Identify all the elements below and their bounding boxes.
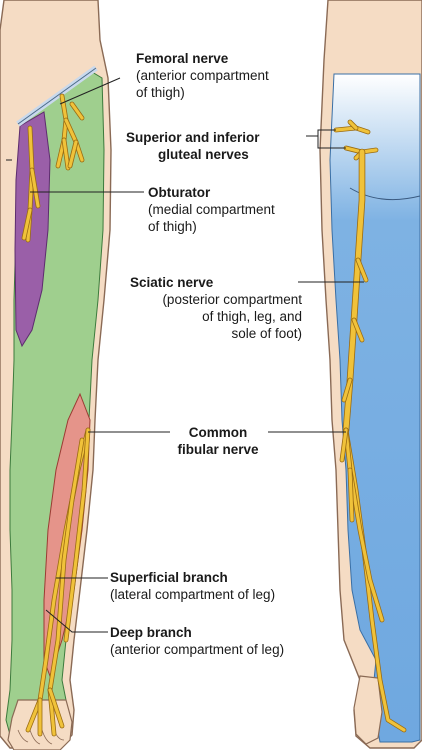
deep-line-1: (anterior compartment of leg)	[110, 642, 285, 657]
sciatic-line-1: (posterior compartment	[162, 292, 302, 307]
toe-outlines	[17, 729, 65, 745]
medial-thigh-region	[14, 111, 51, 348]
label-deep-branch: Deep branch (anterior compartment of leg…	[110, 624, 284, 658]
superficial-line-1: (lateral compartment of leg)	[110, 587, 276, 602]
sciatic-title: Sciatic nerve	[130, 275, 214, 290]
leader-femoral	[59, 77, 121, 105]
gluteal-title-2: gluteal nerves	[158, 147, 249, 162]
femoral-line-2: of thigh)	[136, 85, 185, 100]
sciatic-nerve	[341, 148, 369, 434]
sciatic-line-3: sole of foot)	[231, 326, 302, 341]
label-sciatic-nerve: Sciatic nerve (posterior compartment of …	[130, 274, 302, 342]
leader-lines	[6, 77, 364, 633]
femoral-nerve	[55, 93, 85, 171]
posterior-heel	[353, 675, 383, 745]
posterior-leg-nerves	[339, 427, 407, 733]
superficial-title: Superficial branch	[110, 570, 228, 585]
posterior-region	[329, 73, 421, 743]
common-fibular-title-1: Common	[188, 425, 248, 440]
sciatic-line-2: of thigh, leg, and	[202, 309, 302, 324]
deep-title: Deep branch	[110, 625, 192, 640]
label-gluteal-nerves: Superior and inferior gluteal nerves	[126, 129, 260, 163]
gluteal-title-1: Superior and inferior	[126, 130, 260, 145]
femoral-title: Femoral nerve	[136, 51, 229, 66]
gluteal-fold	[349, 187, 421, 201]
leader-deep	[45, 609, 108, 633]
label-superficial-branch: Superficial branch (lateral compartment …	[110, 569, 275, 603]
anterior-view-limb	[0, 0, 112, 750]
leader-gluteal	[306, 129, 346, 149]
obturator-title: Obturator	[148, 185, 211, 200]
label-obturator: Obturator (medial compartment of thigh)	[148, 184, 275, 235]
obturator-line-1: (medial compartment	[148, 202, 275, 217]
common-fibular-title-2: fibular nerve	[177, 442, 259, 457]
common-fibular-nerve-anterior	[25, 427, 91, 737]
femoral-line-1: (anterior compartment	[136, 68, 269, 83]
label-femoral-nerve: Femoral nerve (anterior compartment of t…	[136, 50, 269, 101]
posterior-view-limb	[319, 0, 422, 749]
label-common-fibular: Common fibular nerve	[156, 424, 280, 458]
gluteal-nerves	[333, 119, 379, 161]
obturator-line-2: of thigh)	[148, 219, 197, 234]
obturator-nerve	[21, 125, 41, 243]
